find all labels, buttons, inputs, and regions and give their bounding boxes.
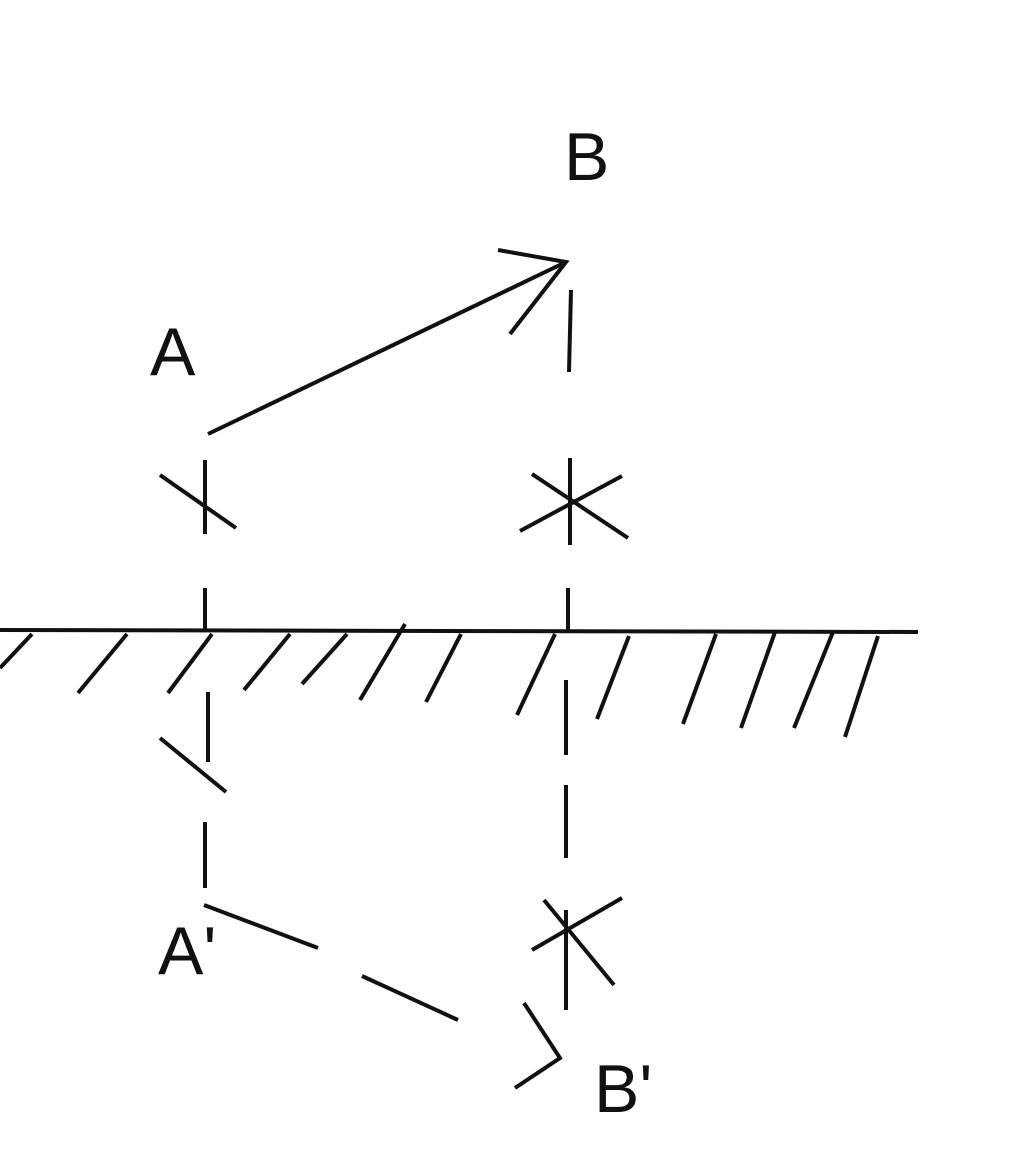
mirror-hatching [0,622,880,738]
hatch-mark [843,635,880,738]
dashed-normal-b [564,289,573,1010]
tick-mark-single [158,473,238,530]
hatch-mark [595,635,631,720]
tick-mark-double [519,474,623,533]
hatch-mark [166,632,214,695]
mirror [0,622,919,738]
hatch-mark [739,631,777,729]
arrowhead [497,248,570,336]
tick-mark-double [530,472,630,540]
object-arrow-ab [207,248,570,436]
hatch-mark [681,633,718,725]
hatch-mark [424,633,463,703]
point-label-b-prime: B' [594,1051,652,1127]
hatch-mark [515,633,557,716]
hatch-mark [242,632,292,692]
dashed-normal-a [203,460,210,888]
equal-distance-marks [158,472,630,987]
dashed-arrow-shaft-segment [203,903,319,950]
hatch-mark [300,632,349,686]
arrowhead [513,1001,563,1090]
dash-segment [567,289,573,373]
tick-mark-double [542,898,616,987]
image-arrow-a-prime-b-prime [203,903,563,1090]
tick-mark-double [530,896,624,952]
hatch-mark [358,622,407,702]
hatch-mark [0,632,34,670]
arrow-shaft [207,260,567,436]
point-label-a: A [150,314,196,390]
dashed-arrow-shaft-segment [361,974,459,1022]
point-label-b: B [564,119,609,195]
tick-mark-single [158,736,228,794]
mirror-surface-line [0,628,919,634]
hatch-mark [76,632,129,695]
point-label-a-prime: A' [158,913,216,989]
hatch-mark [792,631,835,729]
